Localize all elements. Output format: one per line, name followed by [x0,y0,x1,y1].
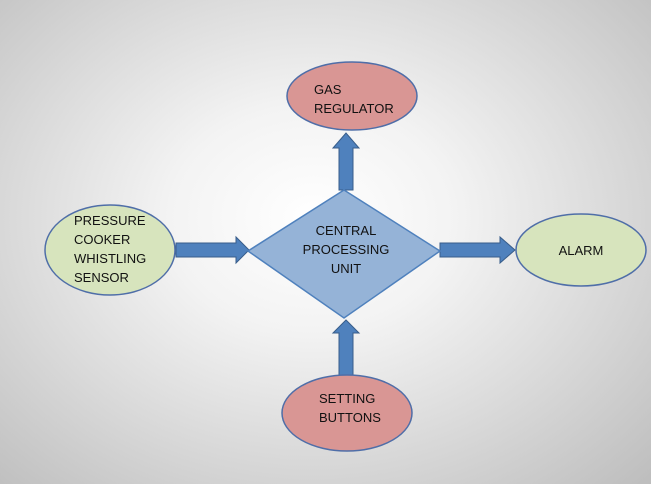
setting-buttons-label-line-2: BUTTONS [319,410,381,425]
alarm-label: ALARM [541,241,621,260]
arrow-cpu-to-alarm [439,235,516,265]
gas-regulator-label-line-1: GAS [314,82,342,97]
setting-buttons-label: SETTING BUTTONS [319,389,381,427]
cpu-label-line-3: UNIT [330,261,362,276]
sensor-ellipse [44,204,176,296]
sensor-label-line-3: WHISTLING [74,251,147,266]
gas-regulator-label-line-2: REGULATOR [314,101,394,116]
cpu-label-line-1: CENTRAL [315,223,377,238]
sensor-label: PRESSURE COOKER WHISTLING SENSOR [74,211,146,287]
cpu-label: CENTRAL PROCESSING UNIT [296,221,396,278]
cpu-label-line-2: PROCESSING [302,242,390,257]
sensor-label-line-2: COOKER [74,232,131,247]
arrow-sensor-to-cpu [175,235,250,265]
gas-regulator-ellipse [286,61,418,131]
gas-regulator-label: GAS REGULATOR [314,80,394,118]
sensor-label-line-1: PRESSURE [74,213,146,228]
arrow-cpu-to-gas-regulator [331,132,361,191]
setting-buttons-ellipse [281,374,413,452]
arrow-setting-buttons-to-cpu [331,319,361,381]
setting-buttons-label-line-1: SETTING [319,391,376,406]
cpu-diamond [246,189,442,319]
alarm-label-line-1: ALARM [558,243,604,258]
sensor-label-line-4: SENSOR [74,270,129,285]
alarm-ellipse [515,213,647,287]
